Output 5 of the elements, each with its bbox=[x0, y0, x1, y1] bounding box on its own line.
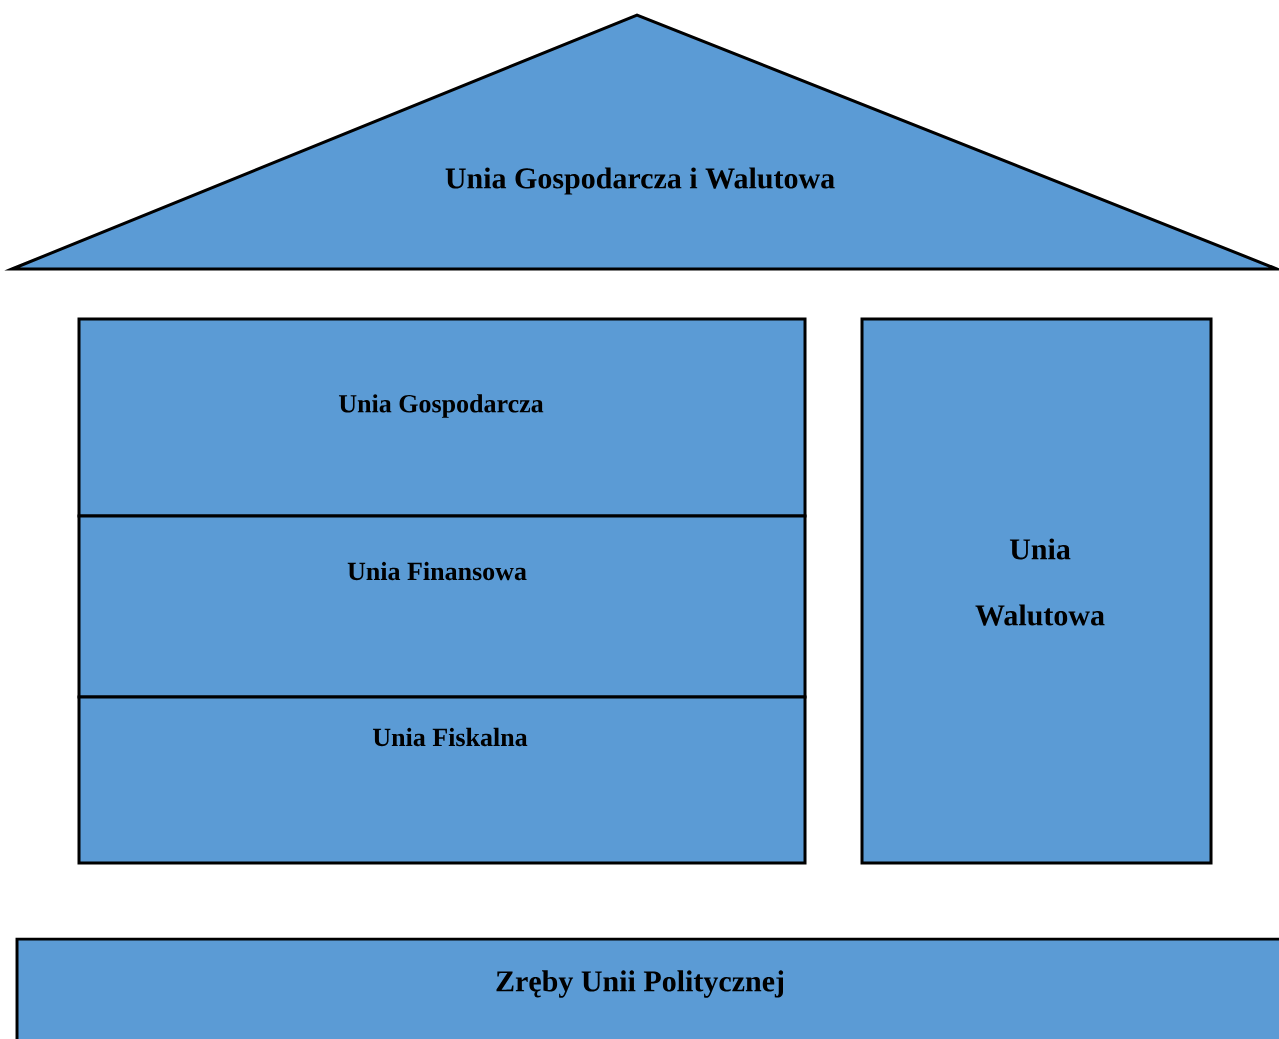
label-box: Zręby Unii Politycznej bbox=[15, 937, 1279, 1039]
label-box: Unia Gospodarcza bbox=[77, 317, 807, 518]
label-box: Unia Walutowa bbox=[860, 317, 1213, 865]
label-box: Unia Finansowa bbox=[77, 514, 807, 699]
label-box: Unia Fiskalna bbox=[77, 695, 807, 865]
